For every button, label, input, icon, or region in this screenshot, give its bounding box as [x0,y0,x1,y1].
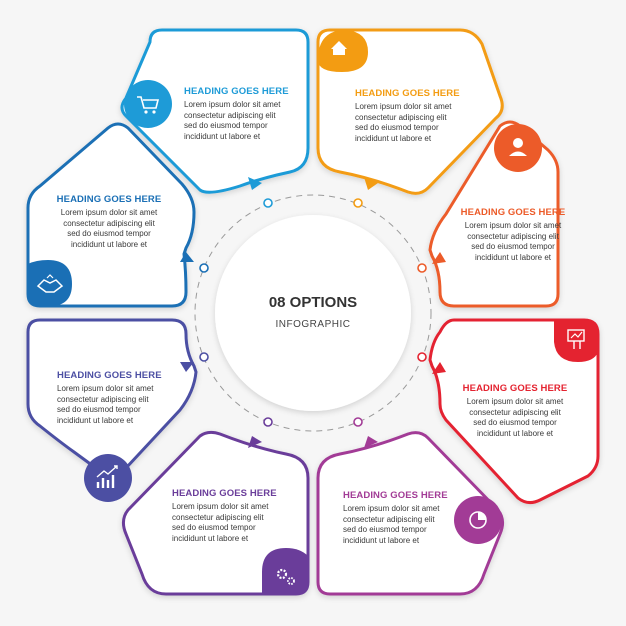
option-card-8 [26,122,196,308]
option-card-6 [121,430,310,596]
center-subtitle: INFOGRAPHIC [275,319,351,330]
option-card-7 [26,318,198,502]
option-text-7: HEADING GOES HERE Lorem ipsum dolor sit … [57,370,187,426]
connector-dot [199,263,209,273]
option-text-6: HEADING GOES HERE Lorem ipsum dolor sit … [172,488,302,544]
option-heading: HEADING GOES HERE [56,194,162,205]
option-heading: HEADING GOES HERE [184,86,289,97]
option-heading: HEADING GOES HERE [57,370,162,381]
option-text-5: HEADING GOES HERE Lorem ipsum dolor sit … [343,490,473,546]
option-text-1: HEADING GOES HERE Lorem ipsum dolor sit … [184,86,314,142]
option-text-3: HEADING GOES HERE Lorem ipsum dolor sit … [448,207,578,263]
option-text-8: HEADING GOES HERE Lorem ipsum dolor sit … [44,194,174,250]
option-heading: HEADING GOES HERE [355,88,460,99]
option-card-4 [428,318,600,505]
option-heading: HEADING GOES HERE [460,207,566,218]
shopping-cart-icon [124,80,172,128]
connector-dot [263,198,273,208]
option-card-2 [316,28,504,195]
option-text-2: HEADING GOES HERE Lorem ipsum dolor sit … [355,88,485,144]
center-circle [215,215,411,411]
connector-dot [353,417,363,427]
option-text-4: HEADING GOES HERE Lorem ipsum dolor sit … [450,383,580,439]
connector-dot [417,263,427,273]
connector-dot [417,352,427,362]
option-heading: HEADING GOES HERE [462,383,568,394]
option-heading: HEADING GOES HERE [172,488,277,499]
home-icon [331,41,347,55]
connector-dot [353,198,363,208]
growth-chart-icon [84,454,132,502]
option-card-5 [316,431,505,596]
center-title: 08 OPTIONS [268,294,358,311]
option-card-3 [428,120,560,308]
dashed-ring [194,194,432,432]
option-card-1 [120,28,310,194]
connector-dot [199,352,209,362]
connector-dot [263,417,273,427]
option-heading: HEADING GOES HERE [343,490,448,501]
